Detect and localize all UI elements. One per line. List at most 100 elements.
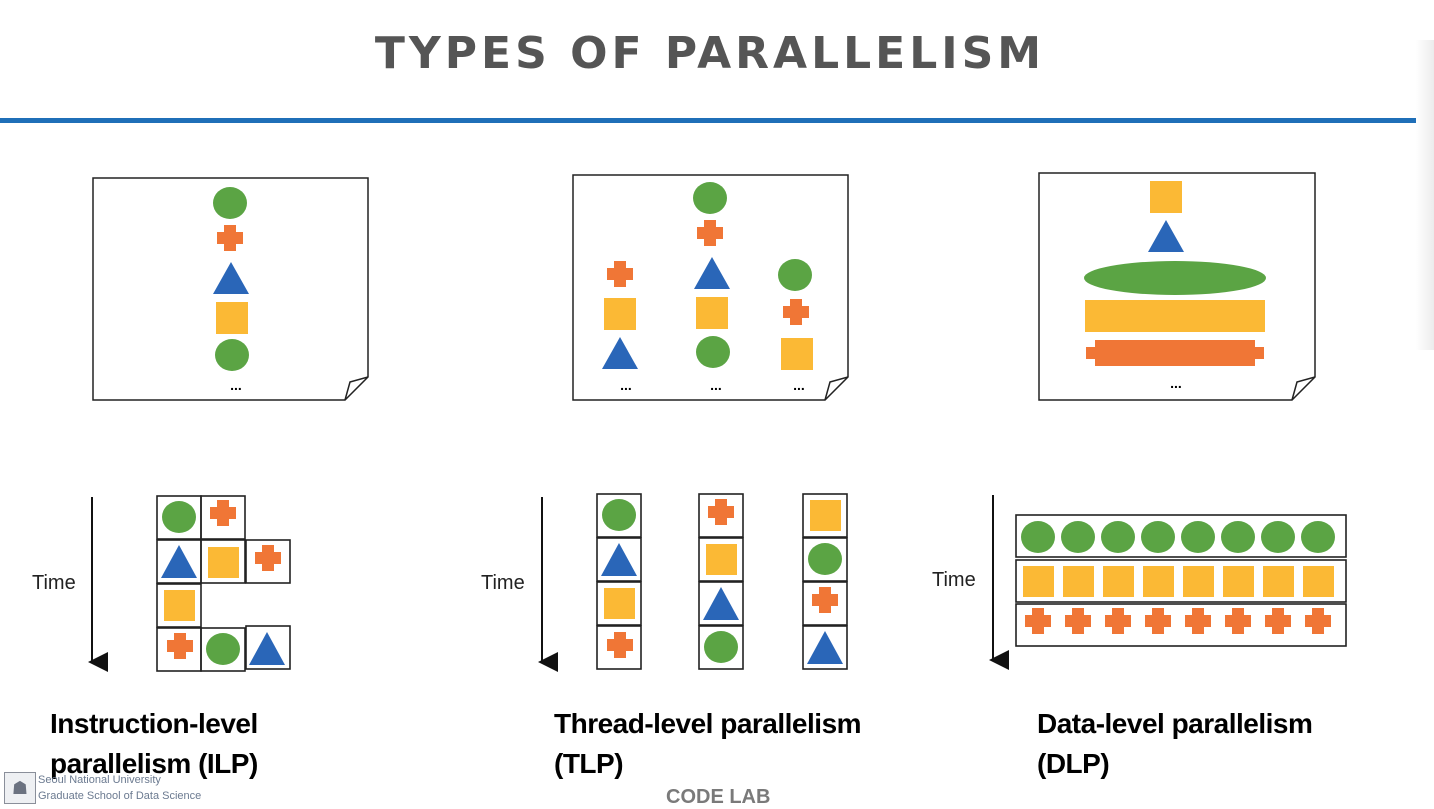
- dlp-square-row: [1023, 566, 1334, 597]
- cross-icon: [1185, 608, 1211, 634]
- triangle-icon: [601, 543, 637, 576]
- circle-icon: [693, 182, 727, 214]
- cross-icon: [1305, 608, 1331, 634]
- triangle-icon: [249, 632, 285, 665]
- square-icon: [208, 547, 239, 578]
- grid-cell: [596, 581, 642, 626]
- ilp-label: Instruction-level parallelism (ILP): [50, 704, 258, 784]
- cross-icon: [1105, 608, 1131, 634]
- square-icon: [216, 302, 248, 334]
- cross-icon: [607, 261, 633, 287]
- circle-icon: [696, 336, 730, 368]
- square-icon: [781, 338, 813, 370]
- square-icon: [1085, 300, 1265, 332]
- grid-cell: [596, 537, 642, 582]
- circle-icon: [808, 543, 842, 575]
- cross-icon: [1065, 608, 1091, 634]
- cross-icon: [1225, 608, 1251, 634]
- square-icon: [1263, 566, 1294, 597]
- university-seal-icon: ☗: [4, 772, 36, 804]
- dlp-label-line1: Data-level parallelism: [1037, 708, 1313, 739]
- time-label: Time: [32, 572, 76, 594]
- grid-cell: [245, 539, 291, 584]
- title-divider: [0, 118, 1434, 123]
- tlp-label-line1: Thread-level parallelism: [554, 708, 862, 739]
- page-fold: [1291, 376, 1316, 401]
- cross-icon: [210, 500, 236, 526]
- cross-icon: [783, 299, 809, 325]
- tlp-document: ... ... ...: [572, 174, 849, 401]
- grid-cell: [698, 625, 744, 670]
- square-icon: [1063, 566, 1094, 597]
- slide-title: TYPES OF PARALLELISM: [374, 28, 1046, 79]
- square-icon: [164, 590, 195, 621]
- university-logo: ☗ Seoul National University Graduate Sch…: [0, 770, 240, 806]
- square-icon: [1223, 566, 1254, 597]
- code-lab-label: CODE LAB: [666, 786, 771, 808]
- cross-icon: [812, 587, 838, 613]
- circle-icon: [1101, 521, 1135, 553]
- cross-icon: [255, 545, 281, 571]
- grid-cell: [802, 493, 848, 538]
- grid-cell: [802, 537, 848, 582]
- triangle-icon: [161, 545, 197, 578]
- circle-icon: [1221, 521, 1255, 553]
- dlp-document: ...: [1038, 172, 1316, 401]
- page-fold: [344, 376, 369, 401]
- square-icon: [604, 588, 635, 619]
- cross-icon: [1086, 340, 1264, 366]
- cross-icon: [217, 225, 243, 251]
- grid-cell: [698, 537, 744, 582]
- cross-icon: [708, 499, 734, 525]
- time-label: Time: [932, 569, 976, 591]
- dlp-timeline: [989, 495, 1347, 670]
- ellipsis-text: ...: [230, 377, 242, 393]
- square-icon: [696, 297, 728, 329]
- circle-icon: [162, 501, 196, 533]
- grid-cell: [802, 581, 848, 626]
- grid-cell: [1015, 514, 1347, 558]
- triangle-icon: [807, 631, 843, 664]
- square-icon: [1103, 566, 1134, 597]
- triangle-icon: [602, 337, 638, 369]
- circle-icon: [778, 259, 812, 291]
- triangle-icon: [703, 587, 739, 620]
- circle-icon: [1021, 521, 1055, 553]
- tlp-label: Thread-level parallelism (TLP): [554, 704, 862, 784]
- dlp-label: Data-level parallelism (DLP): [1037, 704, 1313, 784]
- ilp-timeline: [88, 495, 291, 672]
- time-label: Time: [481, 572, 525, 594]
- square-icon: [604, 298, 636, 330]
- grid-cell: [596, 625, 642, 670]
- cross-icon: [167, 633, 193, 659]
- square-icon: [1023, 566, 1054, 597]
- cross-icon: [607, 632, 633, 658]
- circle-icon: [1141, 521, 1175, 553]
- grid-cell: [200, 539, 246, 584]
- ellipsis-text: ...: [620, 377, 632, 393]
- grid-cell: [200, 627, 246, 672]
- circle-icon: [215, 339, 249, 371]
- page-fold: [824, 376, 849, 401]
- cross-icon: [1025, 608, 1051, 634]
- grid-cell: [698, 581, 744, 626]
- ellipsis-text: ...: [1170, 375, 1182, 391]
- grid-cell: [156, 583, 202, 628]
- cross-icon: [697, 220, 723, 246]
- circle-icon: [213, 187, 247, 219]
- circle-icon: [1084, 261, 1266, 295]
- grid-cell: [245, 625, 291, 670]
- tlp-timeline: [538, 493, 848, 672]
- ilp-label-line2: parallelism (ILP): [50, 748, 258, 779]
- square-icon: [1143, 566, 1174, 597]
- edge-shadow: [1416, 40, 1434, 350]
- cross-icon: [1265, 608, 1291, 634]
- ilp-label-line1: Instruction-level: [50, 708, 258, 739]
- square-icon: [1150, 181, 1182, 213]
- ellipsis-text: ...: [710, 377, 722, 393]
- circle-icon: [1061, 521, 1095, 553]
- triangle-icon: [694, 257, 730, 289]
- circle-icon: [206, 633, 240, 665]
- square-icon: [706, 544, 737, 575]
- grid-cell: [1015, 603, 1347, 647]
